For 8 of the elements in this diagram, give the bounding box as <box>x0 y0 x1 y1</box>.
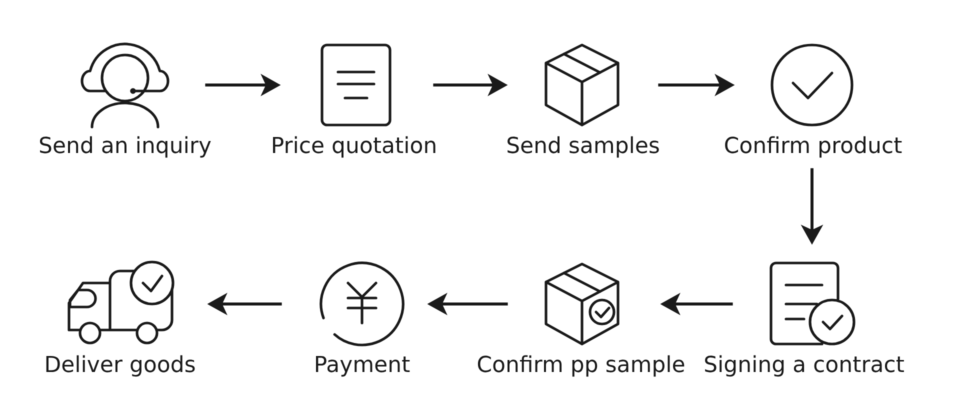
step-label: Payment <box>316 356 410 377</box>
step-label: Signing a contract <box>705 355 904 377</box>
step-label: Price quotation <box>273 136 436 158</box>
step-label: Deliver goods <box>46 355 195 377</box>
step-label: Confirm pp sample <box>478 355 684 377</box>
step-label: Confirm product <box>725 136 902 158</box>
step-label: Send samples <box>508 136 659 158</box>
step-label: Send an inquiry <box>40 136 211 158</box>
